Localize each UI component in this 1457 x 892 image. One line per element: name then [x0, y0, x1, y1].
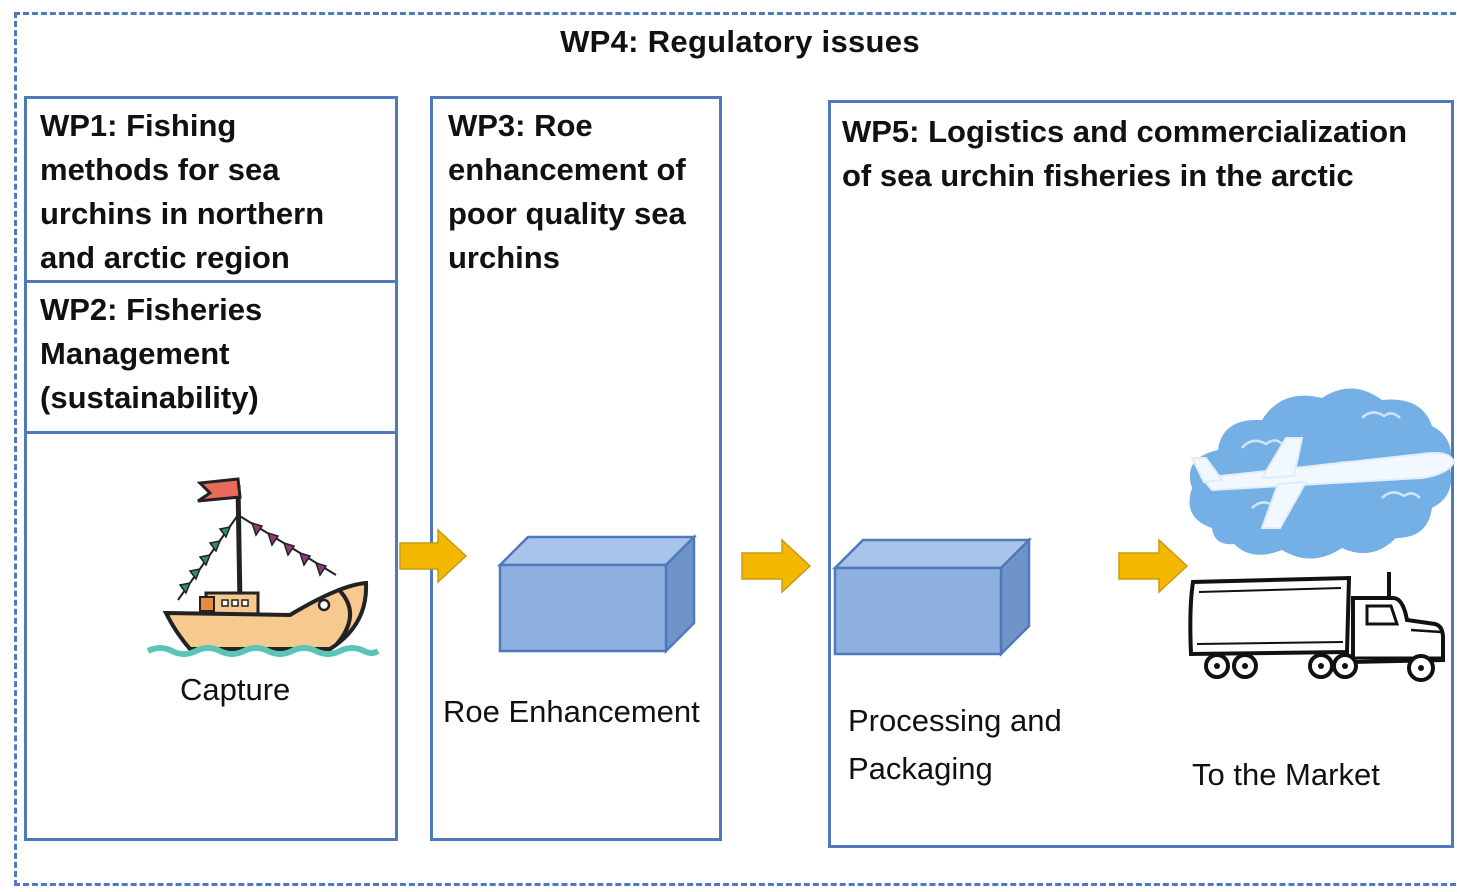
- sailboat-icon: [146, 477, 380, 657]
- wp2-label: WP2: Fisheries Management (sustainabilit…: [40, 292, 263, 415]
- capture-box: [24, 431, 398, 841]
- arrow-right-icon: [399, 528, 468, 584]
- wp3-label: WP3: Roe enhancement of poor quality sea…: [448, 108, 686, 275]
- wp5-label: WP5: Logistics and commercialization of …: [842, 114, 1408, 193]
- arrow-right-icon: [1118, 538, 1189, 594]
- wp5-box: [828, 100, 1454, 848]
- wp4-region: [14, 12, 1457, 886]
- arrow-right-icon: [741, 538, 812, 594]
- cube-icon: [831, 536, 1033, 658]
- wp4-title: WP4: Regulatory issues: [560, 24, 920, 59]
- wp3-box: [430, 96, 722, 841]
- capture-caption: Capture: [180, 672, 291, 707]
- roe-enhancement-caption: Roe Enhancement: [443, 694, 700, 729]
- airplane-cloud-icon: [1189, 388, 1456, 559]
- cube-icon: [496, 533, 698, 655]
- processing-caption: Processing and Packaging: [848, 703, 1062, 786]
- market-caption: To the Market: [1192, 757, 1380, 792]
- wp1-label: WP1: Fishing methods for sea urchins in …: [40, 108, 325, 275]
- truck-icon: [1188, 572, 1445, 682]
